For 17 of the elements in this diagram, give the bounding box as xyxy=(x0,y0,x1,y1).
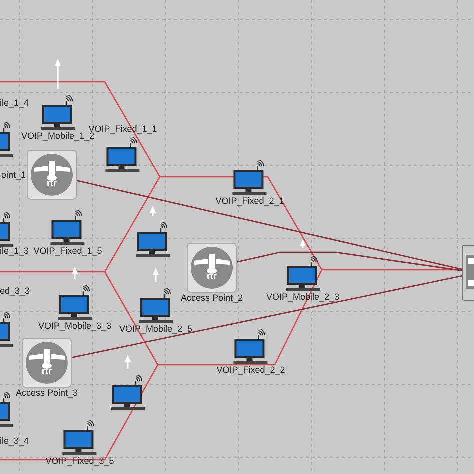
node-label: VOIP_Mobile_1_2 xyxy=(21,131,95,142)
link-line xyxy=(236,252,462,272)
node-label: Access Point_2 xyxy=(180,293,244,304)
node-label: VOIP_Fixed_1_5 xyxy=(34,246,102,257)
node-label: oint_1 xyxy=(1,170,26,180)
node-label: ile_3_4 xyxy=(0,436,30,447)
node-label: ed_3_3 xyxy=(0,286,30,297)
node-label: ile_1_4 xyxy=(0,98,30,109)
link-line xyxy=(76,180,462,270)
node-label: VOIP_Fixed_2_2 xyxy=(216,365,286,376)
router-tag: rtr xyxy=(206,270,217,284)
node-label: ile_1_3 xyxy=(0,246,30,257)
node-label: VOIP_Mobile_3_3 xyxy=(38,321,112,332)
router-tag: rtr xyxy=(46,177,57,191)
link-line xyxy=(72,276,462,358)
node-label: Access Point_3 xyxy=(16,388,78,399)
router-tag: rtr xyxy=(42,365,52,379)
